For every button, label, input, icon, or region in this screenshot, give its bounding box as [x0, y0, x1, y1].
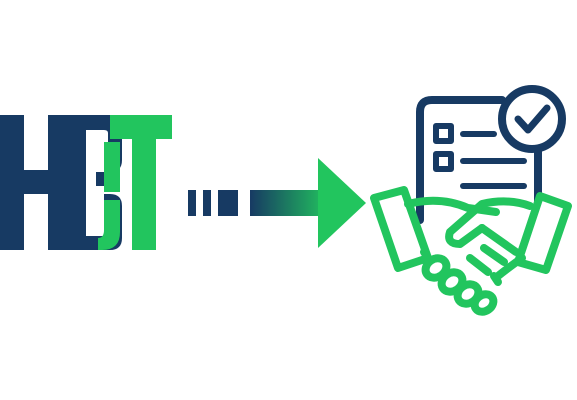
logo-letter-h [0, 115, 72, 250]
checklist-document-icon [416, 96, 542, 224]
dashed-gradient-arrow-right-icon [188, 158, 366, 248]
check-badge-icon [498, 85, 566, 153]
heit-logo-icon [0, 115, 172, 250]
handshake-icon [370, 186, 572, 316]
logo-letter-i [98, 142, 120, 250]
logo-letter-t [110, 115, 172, 250]
